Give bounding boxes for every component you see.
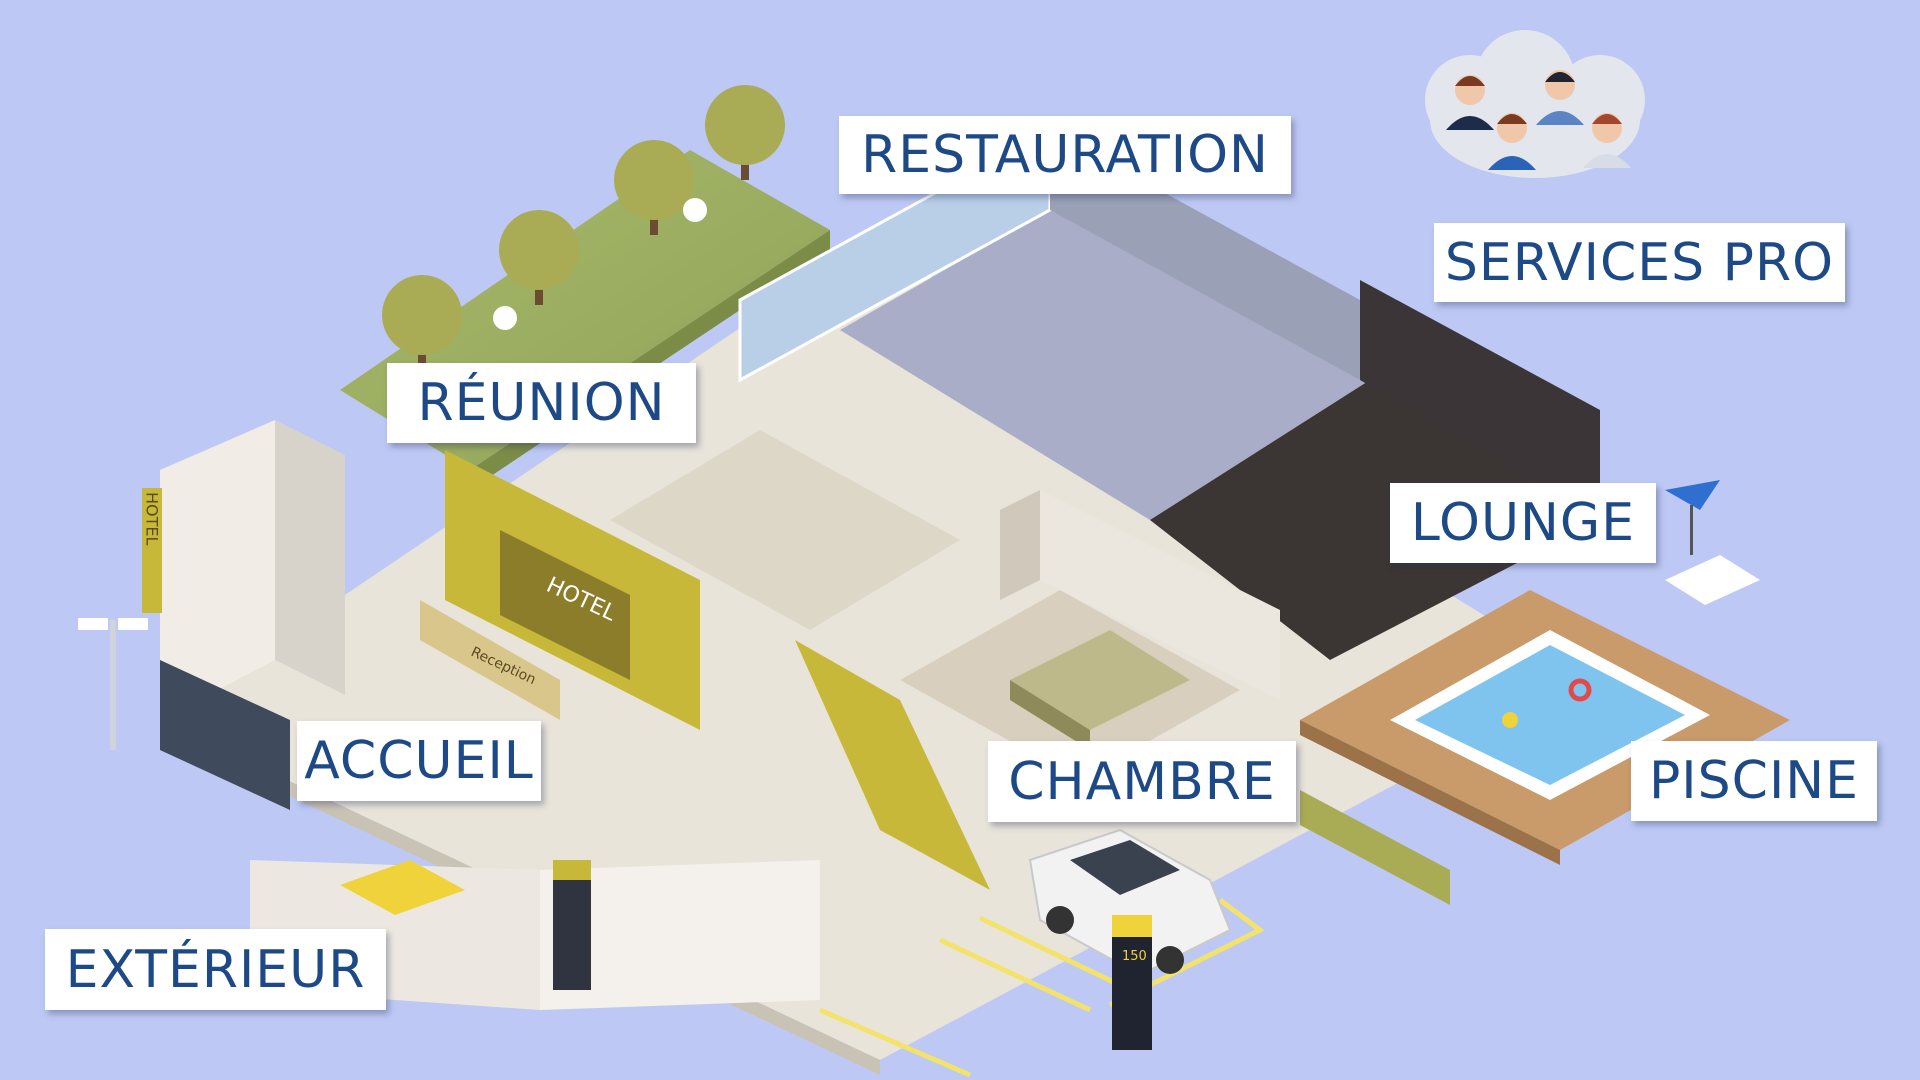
parked-car bbox=[1028, 828, 1232, 977]
meeting-floor bbox=[610, 430, 960, 630]
garden-trees bbox=[382, 85, 785, 365]
zone-label-accueil[interactable]: ACCUEIL bbox=[297, 721, 541, 801]
zone-label-chambre[interactable]: CHAMBRE bbox=[988, 741, 1296, 822]
lounge-back-wall bbox=[1360, 280, 1600, 520]
parking-area bbox=[819, 898, 1265, 1078]
reception-desk bbox=[420, 600, 560, 720]
hotel-floor bbox=[160, 240, 1590, 1060]
parking-meter bbox=[1112, 915, 1152, 1050]
zone-label-piscine[interactable]: PISCINE bbox=[1631, 741, 1877, 821]
parcel-lockers bbox=[160, 660, 290, 810]
hotel-vertical-sign: HOTEL bbox=[143, 492, 162, 546]
lobby-front-wall bbox=[540, 860, 820, 1010]
zone-label-services-pro[interactable]: SERVICES PRO bbox=[1434, 223, 1845, 302]
bedroom-wall bbox=[1040, 490, 1280, 700]
entrance-wall bbox=[160, 420, 275, 720]
parking-meter-text: 150 bbox=[1122, 949, 1147, 964]
lounge-floor bbox=[1150, 380, 1600, 660]
zone-label-exterieur[interactable]: EXTÉRIEUR bbox=[45, 929, 386, 1010]
bed bbox=[1010, 630, 1190, 730]
support-team-cloud-icon bbox=[1425, 30, 1645, 178]
zone-label-restauration[interactable]: RESTAURATION bbox=[839, 116, 1291, 194]
restaurant-floor bbox=[840, 210, 1370, 520]
zone-label-reunion[interactable]: RÉUNION bbox=[387, 363, 696, 443]
zone-label-lounge[interactable]: LOUNGE bbox=[1390, 483, 1656, 563]
